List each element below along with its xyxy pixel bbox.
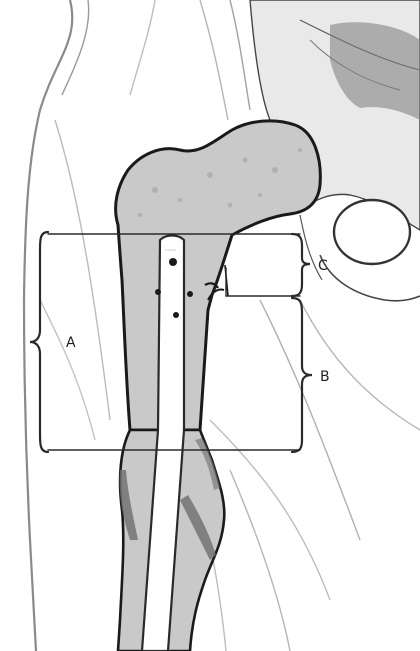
nail-screw-hole [169, 258, 177, 266]
nail-screw-hole [173, 312, 179, 318]
obturator-foramen [334, 200, 410, 264]
nail-screw-hole [187, 291, 193, 297]
bracket-b-label: B [320, 369, 330, 385]
nail-screw-hole [155, 289, 161, 295]
bracket-c-label: C [318, 258, 328, 274]
bracket-a-label: A [66, 335, 76, 351]
